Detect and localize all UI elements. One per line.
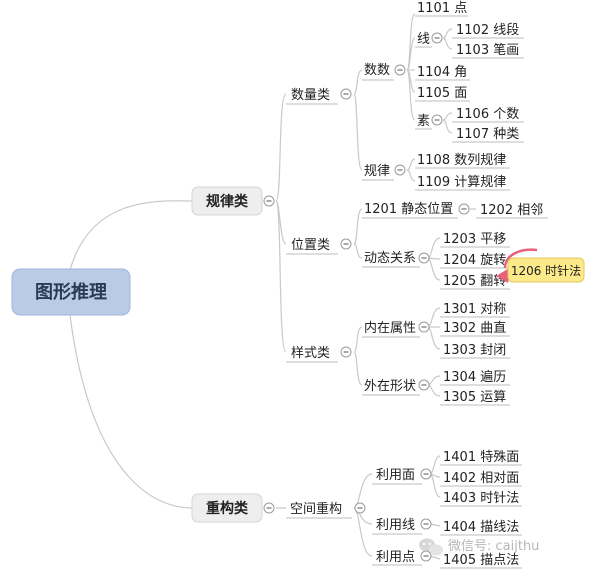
callout-label: 1206 时针法 xyxy=(511,263,581,278)
collapse-minus-icon[interactable] xyxy=(263,195,275,207)
connector-lines xyxy=(69,13,476,560)
leaf-node-1103[interactable]: 1103 笔画 xyxy=(456,42,519,58)
leaf-node-1101[interactable]: 1101 点 xyxy=(417,1,467,16)
leaf-node-1302[interactable]: 1302 曲直 xyxy=(443,321,506,336)
collapse-minus-icon[interactable] xyxy=(458,203,470,215)
root-node[interactable]: 图形推理 xyxy=(11,268,131,316)
leaf-node-1202[interactable]: 1202 相邻 xyxy=(480,203,543,218)
leaf-node-1304[interactable]: 1304 遍历 xyxy=(443,369,506,385)
branch-node-chonggou[interactable]: 重构类 xyxy=(191,493,263,523)
leaf-node-1404[interactable]: 1404 描线法 xyxy=(443,520,519,535)
sub-node-kongjian[interactable]: 空间重构 xyxy=(290,501,342,517)
collapse-minus-icon[interactable] xyxy=(340,88,352,100)
watermark-text: 微信号: caijthu xyxy=(448,539,539,554)
leaf-node-1405[interactable]: 1405 描点法 xyxy=(443,553,519,568)
mid-node-su[interactable]: 素 xyxy=(417,114,430,129)
root-label: 图形推理 xyxy=(35,281,107,303)
watermark: 微信号: caijthu xyxy=(419,538,539,556)
collapse-minus-icon[interactable] xyxy=(418,321,430,333)
sub-node-shuliang[interactable]: 数量类 xyxy=(291,88,330,103)
leaf-node-1107[interactable]: 1107 种类 xyxy=(456,127,519,142)
mid-node-xian[interactable]: 线 xyxy=(417,32,430,47)
mid-node-liyongxian[interactable]: 利用线 xyxy=(376,518,415,533)
leaf-node-1102[interactable]: 1102 线段 xyxy=(456,23,519,38)
collapse-minus-icon[interactable] xyxy=(420,550,432,562)
mid-node-shushu[interactable]: 数数 xyxy=(364,63,390,78)
leaf-node-1205[interactable]: 1205 翻转 xyxy=(443,274,506,289)
leaf-node-1108[interactable]: 1108 数列规律 xyxy=(417,153,506,168)
leaf-node-1301[interactable]: 1301 对称 xyxy=(443,302,506,317)
collapse-toggles xyxy=(263,32,470,562)
collapse-minus-icon[interactable] xyxy=(418,379,430,391)
leaf-node-1403[interactable]: 1403 时针法 xyxy=(443,491,519,506)
collapse-minus-icon[interactable] xyxy=(431,32,443,44)
collapse-minus-icon[interactable] xyxy=(394,164,406,176)
collapse-minus-icon[interactable] xyxy=(354,502,366,514)
collapse-minus-icon[interactable] xyxy=(394,64,406,76)
mid-node-neizai[interactable]: 内在属性 xyxy=(364,320,416,336)
collapse-minus-icon[interactable] xyxy=(418,252,430,264)
sub-node-yangshi[interactable]: 样式类 xyxy=(291,346,330,361)
leaf-node-1305[interactable]: 1305 运算 xyxy=(443,390,506,405)
leaf-node-1303[interactable]: 1303 封闭 xyxy=(443,343,506,358)
leaf-node-1204[interactable]: 1204 旋转 xyxy=(443,253,506,268)
callout-1206[interactable]: 1206 时针法 xyxy=(496,248,585,283)
mid-node-guilv[interactable]: 规律 xyxy=(364,164,390,179)
collapse-minus-icon[interactable] xyxy=(340,346,352,358)
leaf-node-1109[interactable]: 1109 计算规律 xyxy=(417,175,506,190)
leaf-node-1401[interactable]: 1401 特殊面 xyxy=(443,450,519,465)
collapse-minus-icon[interactable] xyxy=(431,114,443,126)
leaf-node-1105[interactable]: 1105 面 xyxy=(417,86,467,101)
collapse-minus-icon[interactable] xyxy=(340,238,352,250)
node-underlines xyxy=(286,15,548,569)
leaf-node-1106[interactable]: 1106 个数 xyxy=(456,107,519,122)
mid-node-waizai[interactable]: 外在形状 xyxy=(364,379,416,394)
leaf-node-1402[interactable]: 1402 相对面 xyxy=(443,471,519,486)
collapse-minus-icon[interactable] xyxy=(420,518,432,530)
branch-node-guilv[interactable]: 规律类 xyxy=(191,186,263,216)
branch-label-chonggou: 重构类 xyxy=(206,500,249,517)
mid-node-dongtai[interactable]: 动态关系 xyxy=(364,251,416,266)
collapse-minus-icon[interactable] xyxy=(263,502,275,514)
mid-node-liyongdian[interactable]: 利用点 xyxy=(376,550,415,565)
arrow-head-icon xyxy=(496,267,511,283)
mid-node-jingtai[interactable]: 1201 静态位置 xyxy=(364,202,453,217)
branch-label-guilv: 规律类 xyxy=(206,193,249,210)
mid-node-liyongmian[interactable]: 利用面 xyxy=(376,468,415,483)
leaf-node-1104[interactable]: 1104 角 xyxy=(417,65,467,80)
leaf-node-1203[interactable]: 1203 平移 xyxy=(443,232,506,247)
sub-node-weizhi[interactable]: 位置类 xyxy=(291,238,330,253)
collapse-minus-icon[interactable] xyxy=(420,468,432,480)
wechat-icon xyxy=(419,538,443,556)
